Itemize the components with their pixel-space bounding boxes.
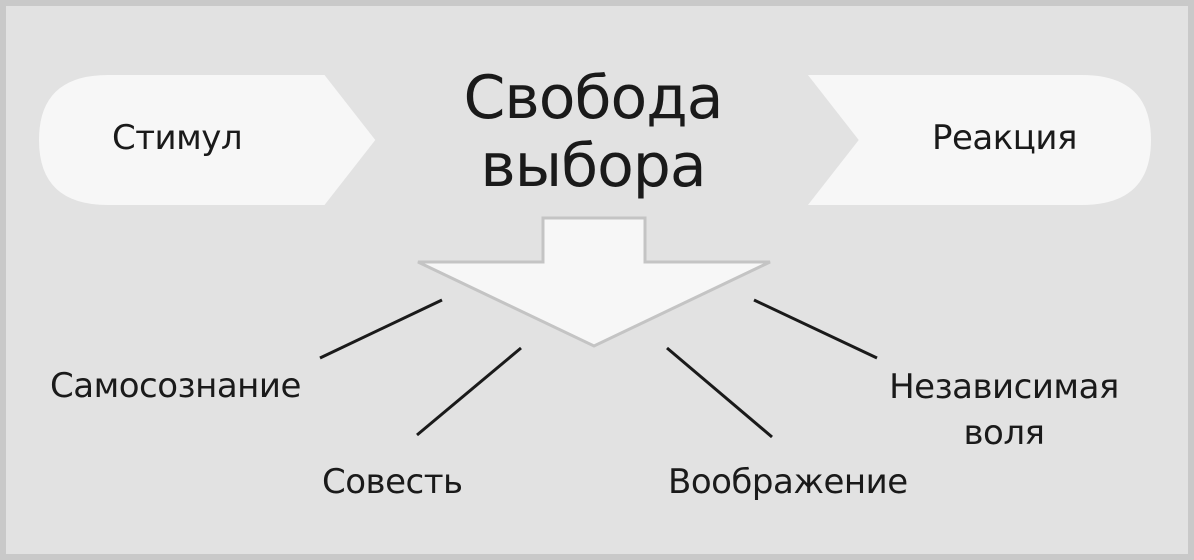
stimulus-label: Стимул bbox=[112, 118, 243, 158]
stimulus-shape bbox=[38, 75, 376, 205]
independent-will-line-1: Независимая bbox=[889, 367, 1119, 407]
title-line-1: Свобода bbox=[463, 63, 724, 133]
reaction-label: Реакция bbox=[932, 118, 1077, 158]
connector-line-independent-will bbox=[753, 298, 878, 360]
down-arrow-shape bbox=[417, 216, 771, 348]
reaction-shape bbox=[807, 75, 1152, 205]
conscience-label: Совесть bbox=[322, 462, 463, 502]
title-line-2: выбора bbox=[480, 131, 706, 201]
self-awareness-label: Самосознание bbox=[50, 366, 301, 406]
connector-line-self-awareness bbox=[319, 298, 443, 360]
connector-line-imagination bbox=[666, 346, 773, 439]
imagination-label: Воображение bbox=[668, 462, 908, 502]
independent-will-line-2: воля bbox=[963, 413, 1045, 453]
connector-line-conscience bbox=[416, 346, 522, 437]
diagram-title: Свобода выбора bbox=[398, 64, 788, 200]
independent-will-label: Независимая воля bbox=[874, 364, 1134, 456]
